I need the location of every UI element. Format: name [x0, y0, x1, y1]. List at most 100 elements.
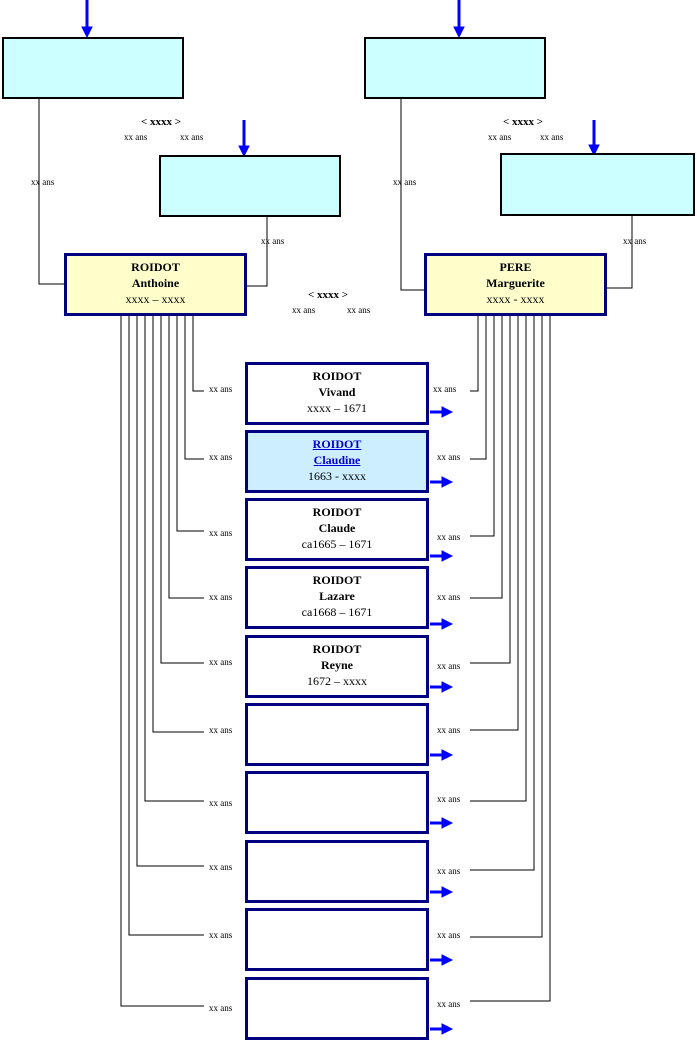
connector-line [192, 316, 204, 392]
age-label: xx ans [124, 132, 148, 142]
age-label: xx ans [347, 305, 371, 315]
age-label: xx ans [437, 794, 461, 804]
age-label: xx ans [31, 177, 55, 187]
continue-arrow-icon[interactable] [430, 618, 454, 630]
child-box[interactable] [245, 977, 429, 1040]
age-label: xx ans [209, 657, 233, 667]
continue-arrow-icon[interactable] [430, 681, 454, 693]
connector-line [470, 316, 519, 731]
continue-arrow-icon[interactable] [430, 476, 454, 488]
connector-line [128, 316, 204, 936]
connector-line [136, 316, 204, 867]
age-label: xx ans [209, 798, 233, 808]
child-surname: ROIDOT [312, 573, 362, 587]
child-box[interactable] [245, 703, 429, 766]
age-label: xx ans [540, 132, 564, 142]
continue-arrow-icon[interactable] [430, 406, 454, 418]
ancestor-arrow-icon[interactable] [81, 0, 93, 39]
age-label: xx ans [623, 236, 647, 246]
connector-line [152, 316, 204, 733]
child-surname: ROIDOT [312, 642, 362, 656]
age-label: xx ans [437, 930, 461, 940]
connector-line [470, 316, 511, 664]
mother-given-name: Marguerite [486, 276, 545, 290]
child-box[interactable] [245, 908, 429, 971]
child-given-name: Reyne [321, 658, 353, 672]
child-given-name-link[interactable]: Claudine [313, 453, 361, 467]
child-box[interactable]: ROIDOT Vivand xxxx – 1671 [245, 362, 429, 425]
child-box[interactable] [245, 771, 429, 834]
child-dates: 1672 – xxxx [307, 674, 367, 688]
age-label: xx ans [488, 132, 512, 142]
age-label: xx ans [437, 661, 461, 671]
continue-arrow-icon[interactable] [430, 1023, 454, 1035]
connector-line [120, 316, 204, 1007]
age-label: xx ans [437, 452, 461, 462]
paternal-grandfather-box[interactable] [2, 37, 184, 99]
child-dates: ca1665 – 1671 [301, 537, 373, 551]
continue-arrow-icon[interactable] [430, 550, 454, 562]
mother-box[interactable]: PERE Marguerite xxxx - xxxx [424, 253, 607, 316]
marriage-marker-paternal-grandparents: < xxxx > [141, 116, 182, 128]
child-box-selected[interactable]: ROIDOT Claudine 1663 - xxxx [245, 430, 429, 493]
age-label: xx ans [209, 384, 233, 394]
father-dates: xxxx – xxxx [125, 292, 186, 306]
connector-line [470, 316, 543, 938]
mother-surname: PERE [499, 260, 532, 274]
age-label: xx ans [209, 452, 233, 462]
marriage-marker-maternal-grandparents: < xxxx > [503, 116, 544, 128]
connector-line [470, 316, 495, 537]
child-given-name: Vivand [318, 385, 356, 399]
age-label: xx ans [209, 528, 233, 538]
child-dates: ca1668 – 1671 [301, 605, 373, 619]
child-box[interactable]: ROIDOT Claude ca1665 – 1671 [245, 498, 429, 561]
child-surname: ROIDOT [312, 369, 362, 383]
connector-line [184, 316, 204, 460]
connector-line [160, 316, 204, 664]
connector-line [470, 316, 503, 599]
connector-line [470, 316, 527, 802]
continue-arrow-icon[interactable] [430, 749, 454, 761]
maternal-grandfather-box[interactable] [364, 37, 546, 99]
mother-dates: xxxx - xxxx [486, 292, 545, 306]
ancestor-arrow-icon[interactable] [453, 0, 465, 39]
age-label: xx ans [437, 725, 461, 735]
child-surname: ROIDOT [312, 505, 362, 519]
connector-line [176, 316, 204, 532]
continue-arrow-icon[interactable] [430, 954, 454, 966]
connector-line [470, 316, 551, 1002]
age-label: xx ans [433, 384, 457, 394]
age-label: xx ans [180, 132, 204, 142]
paternal-grandmother-box[interactable] [159, 155, 341, 217]
maternal-grandmother-box[interactable] [500, 153, 695, 216]
age-label: xx ans [437, 866, 461, 876]
connector-line [470, 316, 535, 871]
age-label: xx ans [437, 532, 461, 542]
connector-line [470, 316, 487, 460]
marriage-marker-parents: < xxxx > [308, 289, 349, 301]
child-given-name: Claude [318, 521, 356, 535]
ancestor-arrow-icon[interactable] [588, 120, 600, 157]
connector-line [168, 316, 204, 599]
age-label: xx ans [437, 592, 461, 602]
age-label: xx ans [209, 930, 233, 940]
connector-line [144, 316, 204, 802]
child-surname-link[interactable]: ROIDOT [312, 437, 362, 451]
continue-arrow-icon[interactable] [430, 817, 454, 829]
age-label: xx ans [209, 862, 233, 872]
child-box[interactable] [245, 840, 429, 903]
continue-arrow-icon[interactable] [430, 886, 454, 898]
father-box[interactable]: ROIDOT Anthoine xxxx – xxxx [64, 253, 247, 316]
child-box[interactable]: ROIDOT Lazare ca1668 – 1671 [245, 566, 429, 629]
age-label: xx ans [393, 177, 417, 187]
age-label: xx ans [261, 236, 285, 246]
father-surname: ROIDOT [131, 260, 180, 274]
child-box[interactable]: ROIDOT Reyne 1672 – xxxx [245, 635, 429, 698]
age-label: xx ans [209, 725, 233, 735]
age-label: xx ans [209, 1003, 233, 1013]
age-label: xx ans [209, 592, 233, 602]
child-dates: 1663 - xxxx [308, 469, 366, 483]
connector-line [470, 316, 479, 392]
ancestor-arrow-icon[interactable] [238, 120, 250, 158]
